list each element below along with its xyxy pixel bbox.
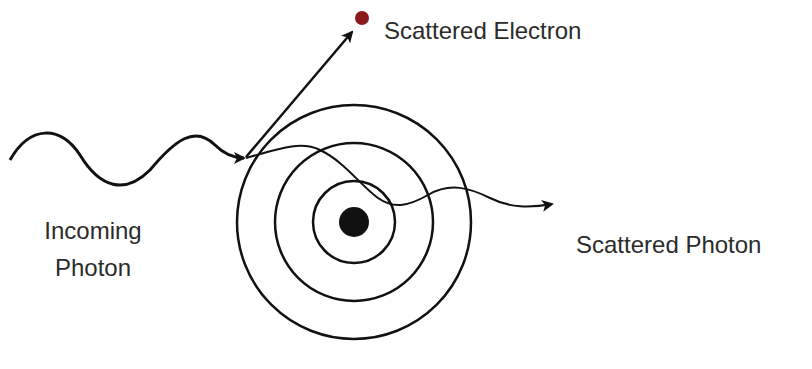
electron-label: Scattered Electron [384, 12, 644, 49]
nucleus [339, 207, 369, 237]
scattered-photon-wave [246, 146, 552, 207]
inner-shell [313, 181, 395, 263]
electron-dot [355, 11, 369, 25]
middle-shell [275, 143, 433, 301]
outer-shell [237, 105, 471, 339]
electron-path-arrow [246, 32, 352, 157]
scattered-photon-label: Scattered Photon [576, 226, 806, 263]
incoming-photon-wave [10, 133, 244, 185]
incoming-photon-label: Incoming Photon [18, 212, 168, 286]
